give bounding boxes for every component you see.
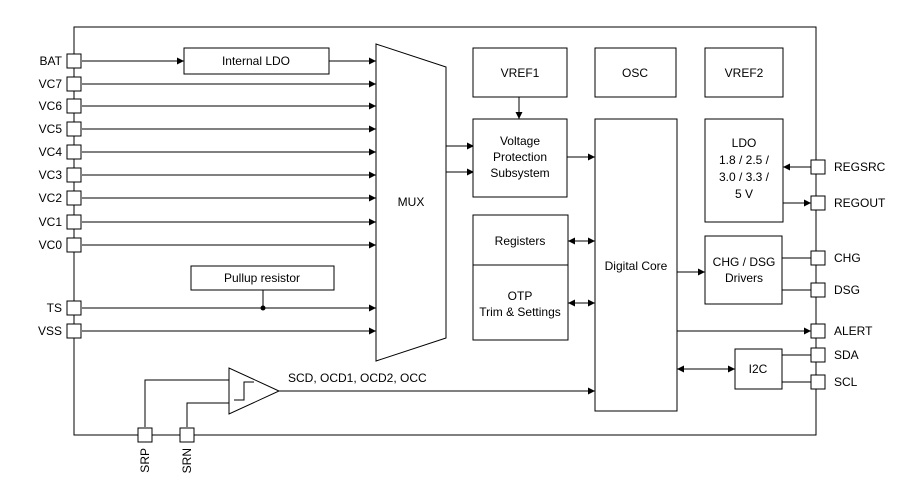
pin-label-ts: TS xyxy=(47,301,62,315)
pin-vc7 xyxy=(66,76,82,92)
pin-scl xyxy=(810,374,826,390)
wire-srp xyxy=(144,379,229,427)
pin-vc3 xyxy=(66,167,82,183)
vref1-block xyxy=(472,47,568,98)
internal-ldo-label: Internal LDO xyxy=(222,54,290,68)
pin-regout xyxy=(810,195,826,211)
ldo-label-line4: 5 V xyxy=(735,187,753,201)
otp-label-line1: OTP xyxy=(508,289,533,303)
comparator-block xyxy=(228,367,281,415)
pin-vc2 xyxy=(66,190,82,206)
pin-label-vc1: VC1 xyxy=(39,215,63,229)
vref2-label: VREF2 xyxy=(725,66,764,80)
pin-vc5 xyxy=(66,121,82,137)
pullup-resistor-block xyxy=(190,265,335,291)
vref1-label: VREF1 xyxy=(501,66,540,80)
right-pins: REGSRC REGOUT CHG DSG ALERT SDA SCL xyxy=(810,159,886,390)
internal-ldo-block xyxy=(183,47,330,75)
voltage-protection-block xyxy=(472,118,568,198)
pin-label-vss: VSS xyxy=(38,324,62,338)
pin-label-dsg: DSG xyxy=(834,283,860,297)
drivers-label-line1: CHG / DSG xyxy=(713,255,776,269)
pin-label-sda: SDA xyxy=(834,348,859,362)
pin-label-vc6: VC6 xyxy=(39,99,63,113)
i2c-block xyxy=(734,348,783,390)
pullup-label: Pullup resistor xyxy=(224,271,300,285)
pin-chg xyxy=(810,250,826,266)
pin-label-chg: CHG xyxy=(834,251,861,265)
pin-ts xyxy=(66,300,82,316)
mux-block xyxy=(375,43,447,362)
chip-outline xyxy=(73,26,817,436)
pin-label-srp: SRP xyxy=(138,448,152,473)
osc-label: OSC xyxy=(622,66,648,80)
vps-label-line1: Voltage xyxy=(500,134,540,148)
pin-alert xyxy=(810,323,826,339)
pin-label-srn: SRN xyxy=(180,448,194,473)
osc-block xyxy=(594,47,677,98)
pin-vc1 xyxy=(66,214,82,230)
pin-srn xyxy=(179,427,195,443)
comparator-output-label: SCD, OCD1, OCD2, OCC xyxy=(288,371,427,385)
pin-label-vc3: VC3 xyxy=(39,168,63,182)
pin-label-vc7: VC7 xyxy=(39,77,63,91)
pin-vc6 xyxy=(66,98,82,114)
pin-label-vc0: VC0 xyxy=(39,238,63,252)
pin-label-vc5: VC5 xyxy=(39,122,63,136)
vps-label-line2: Protection xyxy=(493,150,547,164)
pin-vc4 xyxy=(66,144,82,160)
pin-regsrc xyxy=(810,159,826,175)
pin-label-vc2: VC2 xyxy=(39,191,63,205)
vps-label-line3: Subsystem xyxy=(490,166,549,180)
bottom-pins: SRP SRN xyxy=(137,427,195,473)
registers-otp-block xyxy=(472,214,569,341)
comparator-hysteresis-icon xyxy=(234,381,254,401)
pin-label-bat: BAT xyxy=(40,54,63,68)
pin-vc0 xyxy=(66,237,82,253)
chg-dsg-drivers-block xyxy=(704,235,783,305)
vref2-block xyxy=(704,47,784,98)
ldo-label-line2: 1.8 / 2.5 / xyxy=(719,153,770,167)
otp-label-line2: Trim & Settings xyxy=(479,305,561,319)
pin-bat xyxy=(66,53,82,69)
registers-label: Registers xyxy=(495,234,546,248)
pin-srp xyxy=(137,427,153,443)
pin-label-vc4: VC4 xyxy=(39,145,63,159)
pin-dsg xyxy=(810,282,826,298)
pin-sda xyxy=(810,347,826,363)
ldo-block xyxy=(704,118,784,223)
pin-vss xyxy=(66,323,82,339)
pin-label-regsrc: REGSRC xyxy=(834,160,886,174)
digital-core-label: Digital Core xyxy=(605,259,668,273)
wire-srn xyxy=(186,402,229,427)
digital-core-block xyxy=(594,118,678,412)
mux-label: MUX xyxy=(398,195,425,209)
drivers-label-line2: Drivers xyxy=(725,271,763,285)
pin-label-scl: SCL xyxy=(834,375,858,389)
pin-label-regout: REGOUT xyxy=(834,196,886,210)
pin-label-alert: ALERT xyxy=(834,324,873,338)
junction-dot xyxy=(260,305,266,311)
ldo-label-line3: 3.0 / 3.3 / xyxy=(719,170,770,184)
ldo-label-line1: LDO xyxy=(732,136,757,150)
i2c-label: I2C xyxy=(749,362,768,376)
